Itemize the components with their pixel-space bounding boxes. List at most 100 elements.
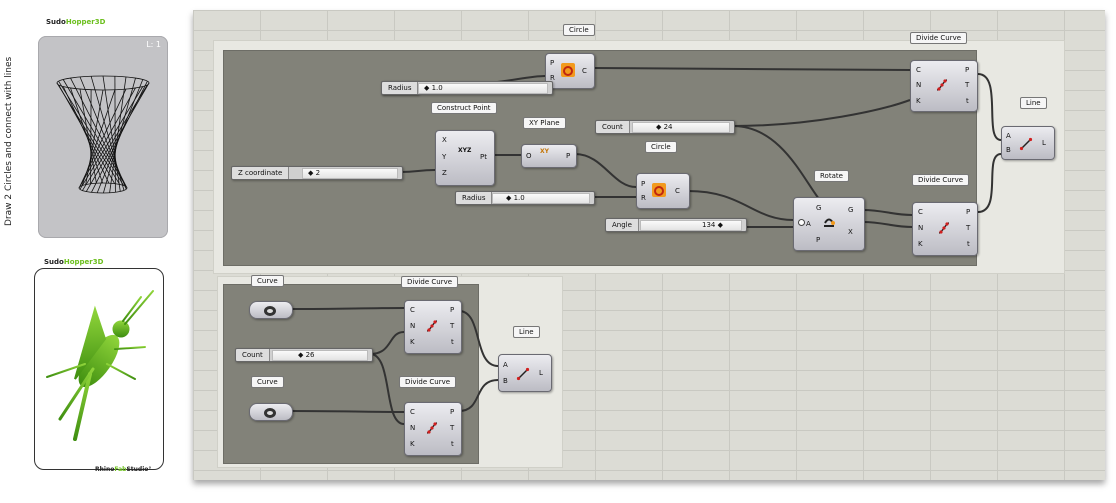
circle-1-input-p[interactable]: P — [550, 59, 555, 67]
divide-curve-1-output-t[interactable]: T — [965, 81, 970, 89]
wireframe-line — [109, 76, 127, 193]
sudohopper-logo-bottom: SudoHopper3D — [44, 258, 104, 266]
radius-1-label: Radius — [382, 82, 419, 94]
construct-point-title: Construct Point — [431, 102, 497, 114]
angle-slider[interactable]: Angle 134 ◆ — [605, 218, 747, 232]
construct-point-input-x[interactable]: X — [442, 136, 447, 144]
divide-curve-3-input-c[interactable]: C — [410, 306, 415, 314]
divide-curve-2-output-t[interactable]: T — [966, 224, 971, 232]
rotate-input-p[interactable]: P — [816, 236, 821, 244]
line-top-input-a[interactable]: A — [1006, 132, 1011, 140]
angle-value: 134 ◆ — [702, 221, 723, 229]
angle-track[interactable] — [640, 220, 742, 231]
divide-curve-4-input-k[interactable]: K — [410, 440, 415, 448]
rotate-output-x[interactable]: X — [848, 228, 853, 236]
circle-2-input-p[interactable]: P — [641, 180, 646, 188]
divide-curve-icon — [935, 77, 949, 91]
line-bottom-output-l[interactable]: L — [539, 369, 543, 377]
circle-icon — [561, 63, 575, 77]
wireframe-line — [114, 76, 116, 193]
circle-2-component[interactable]: P R C — [636, 173, 690, 209]
rhino-viewport[interactable]: L: 1 — [38, 36, 168, 238]
divide-curve-3-input-k[interactable]: K — [410, 338, 415, 346]
radius-2-slider[interactable]: Radius ◆ 1.0 — [455, 191, 595, 205]
line-top-input-b[interactable]: B — [1006, 146, 1011, 154]
line-bottom-input-b[interactable]: B — [503, 377, 508, 385]
divide-curve-1-input-c[interactable]: C — [916, 66, 921, 74]
count-top-track[interactable] — [632, 122, 730, 133]
divide-curve-3-component[interactable]: C N K P T t — [404, 300, 462, 354]
curve-param-icon — [263, 303, 277, 317]
radius-1-slider[interactable]: Radius ◆ 1.0 — [381, 81, 553, 95]
rotate-input-a[interactable]: A — [806, 220, 811, 228]
rotate-input-g[interactable]: G — [816, 204, 822, 212]
divide-curve-2-output-p[interactable]: P — [966, 208, 971, 216]
divide-curve-2-output-tt[interactable]: t — [967, 240, 970, 248]
divide-curve-1-input-k[interactable]: K — [916, 97, 921, 105]
divide-curve-3-title: Divide Curve — [401, 276, 459, 288]
divide-curve-4-title: Divide Curve — [399, 376, 457, 388]
construct-point-input-y[interactable]: Y — [442, 153, 447, 161]
circle-1-output-c[interactable]: C — [582, 67, 587, 75]
divide-curve-1-input-n[interactable]: N — [916, 81, 922, 89]
divide-curve-4-input-n[interactable]: N — [410, 424, 416, 432]
xyz-point-icon: XYZ — [458, 147, 472, 154]
count-bottom-track[interactable] — [272, 350, 368, 361]
exercise-title: Draw 2 Circles and connect with lines — [4, 56, 14, 226]
divide-curve-4-input-c[interactable]: C — [410, 408, 415, 416]
divide-curve-2-input-k[interactable]: K — [918, 240, 923, 248]
curve-2-param[interactable] — [249, 403, 293, 421]
divide-curve-2-title: Divide Curve — [912, 174, 970, 186]
divide-curve-2-input-c[interactable]: C — [918, 208, 923, 216]
z-coordinate-slider[interactable]: Z coordinate ◆ 2 — [231, 166, 403, 180]
line-top-output-l[interactable]: L — [1042, 139, 1046, 147]
circle-1-title: Circle — [563, 24, 595, 36]
curve-1-param[interactable] — [249, 301, 293, 319]
count-top-slider[interactable]: Count ◆ 24 — [595, 120, 735, 134]
divide-curve-3-input-n[interactable]: N — [410, 322, 416, 330]
circle-2-input-r[interactable]: R — [641, 194, 646, 202]
xy-plane-input-o[interactable]: O — [526, 152, 532, 160]
grasshopper-logo-card — [34, 268, 164, 470]
count-bottom-slider[interactable]: Count ◆ 26 — [235, 348, 373, 362]
construct-point-output-pt[interactable]: Pt — [480, 153, 487, 161]
z-coordinate-track[interactable] — [302, 168, 398, 179]
rotate-output-g[interactable]: G — [848, 206, 854, 214]
radius-1-track[interactable] — [418, 83, 548, 94]
divide-curve-3-output-t[interactable]: T — [450, 322, 455, 330]
circle-icon — [652, 183, 666, 197]
grasshopper-canvas[interactable]: Circle P R C Radius ◆ 1.0 Construct Poin… — [193, 10, 1105, 480]
hyperboloid-wireframe — [56, 75, 150, 194]
construct-point-component[interactable]: X Y Z XYZ Pt — [435, 130, 495, 186]
line-bottom-component[interactable]: A B L — [498, 354, 552, 392]
rotate-component[interactable]: G A P G X — [793, 197, 865, 251]
count-top-value: ◆ 24 — [656, 123, 673, 131]
divide-curve-3-output-tt[interactable]: t — [451, 338, 454, 346]
sudohopper-logo-top: SudoHopper3D — [46, 18, 106, 26]
circle-1-component[interactable]: P R C — [545, 53, 595, 89]
divide-curve-4-output-t[interactable]: T — [450, 424, 455, 432]
divide-curve-4-output-tt[interactable]: t — [451, 440, 454, 448]
xy-plane-output-p[interactable]: P — [566, 152, 571, 160]
wireframe-line — [85, 89, 104, 185]
divide-curve-4-component[interactable]: C N K P T t — [404, 402, 462, 456]
divide-curve-4-output-p[interactable]: P — [450, 408, 455, 416]
circle-1-input-r[interactable]: R — [550, 74, 555, 82]
divide-curve-3-output-p[interactable]: P — [450, 306, 455, 314]
divide-curve-1-output-p[interactable]: P — [965, 66, 970, 74]
divide-curve-2-component[interactable]: C N K P T t — [912, 202, 978, 256]
rotate-degrees-flag — [798, 219, 805, 226]
divide-curve-2-input-n[interactable]: N — [918, 224, 924, 232]
divide-curve-1-output-tt[interactable]: t — [966, 97, 969, 105]
circle-2-output-c[interactable]: C — [675, 187, 680, 195]
xy-plane-component[interactable]: O XY P — [521, 144, 577, 168]
construct-point-input-z[interactable]: Z — [442, 169, 447, 177]
curve-param-icon — [263, 405, 277, 419]
line-top-component[interactable]: A B L — [1001, 126, 1055, 160]
line-bottom-input-a[interactable]: A — [503, 361, 508, 369]
wireframe-line — [62, 86, 110, 184]
radius-2-track[interactable] — [492, 193, 590, 204]
curve-2-title: Curve — [251, 376, 284, 388]
divide-curve-1-component[interactable]: C N K P T t — [910, 60, 978, 112]
group-top — [223, 50, 977, 266]
